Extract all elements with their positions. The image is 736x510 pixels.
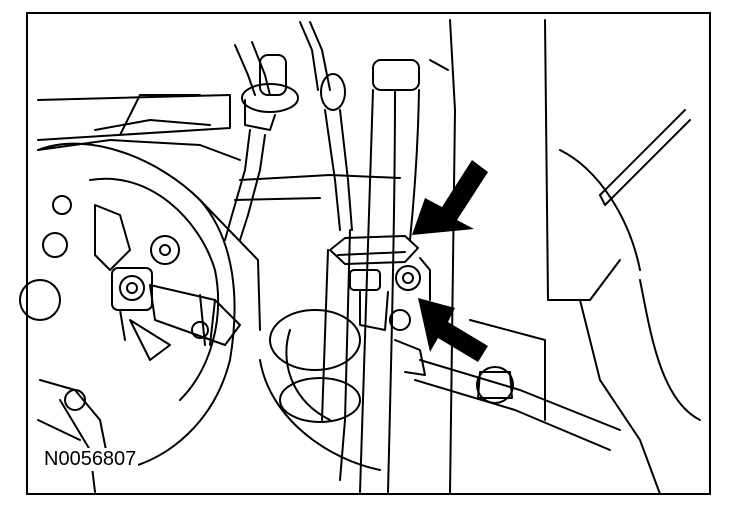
timing-cover-pulley [19, 142, 261, 471]
lower-arrow [418, 298, 488, 362]
hose-bracket-clip [329, 235, 431, 376]
lower-pipe [259, 309, 621, 471]
figure-frame [26, 12, 711, 495]
sensor-connector [111, 267, 241, 346]
upper-hoses [224, 21, 353, 241]
right-housing [429, 19, 701, 495]
vertical-tubes [285, 59, 420, 493]
arrow-icon [412, 160, 488, 362]
figure-code: N0056807 [42, 448, 139, 471]
upper-arrow [412, 160, 488, 235]
